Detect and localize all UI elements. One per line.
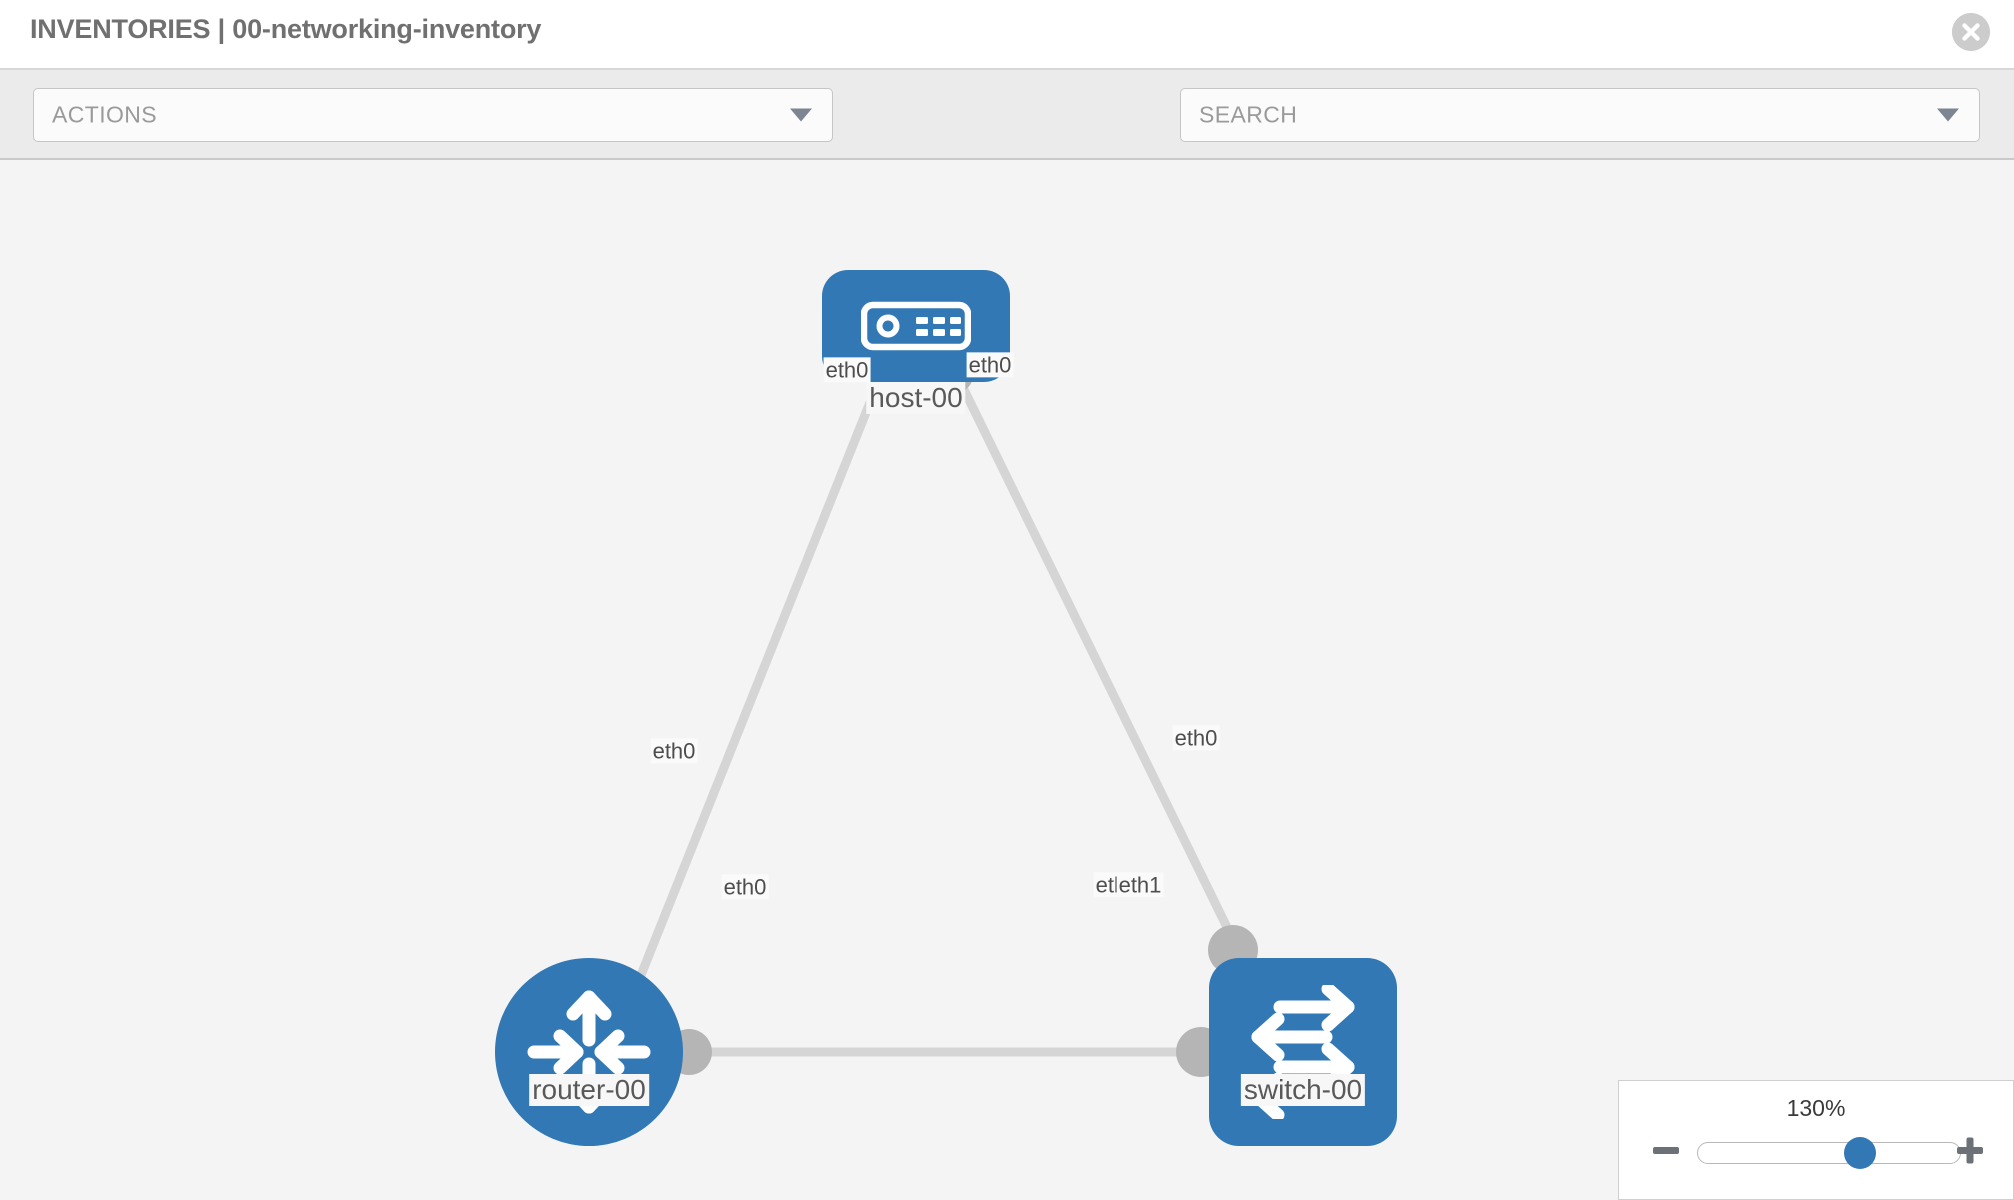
zoom-out-button[interactable] <box>1649 1134 1683 1173</box>
page-header: INVENTORIES | 00-networking-inventory <box>0 0 2014 70</box>
edges <box>620 363 1270 1057</box>
actions-dropdown[interactable]: ACTIONS <box>33 88 833 142</box>
edge-host-switch <box>947 363 1270 1007</box>
router-node-shape <box>495 958 683 1146</box>
close-button[interactable] <box>1952 13 1990 51</box>
actions-dropdown-label: ACTIONS <box>52 101 158 128</box>
close-icon <box>1952 13 1990 51</box>
node-label-switch-00: switch-00 <box>1240 1074 1366 1106</box>
edge-host-router <box>620 363 890 1017</box>
minus-icon <box>1653 1147 1679 1154</box>
toolbar: ACTIONS SEARCH <box>0 70 2014 198</box>
zoom-percent-label: 130% <box>1786 1095 1846 1121</box>
router-icon <box>527 990 651 1114</box>
plus-icon <box>1957 1137 1983 1164</box>
page-title: INVENTORIES | 00-networking-inventory <box>30 14 542 44</box>
node-label-host-00: host-00 <box>866 382 966 414</box>
server-icon <box>861 301 971 351</box>
zoom-slider-row <box>1619 1133 2013 1173</box>
connectors <box>666 349 1258 1077</box>
search-placeholder-label: SEARCH <box>1199 101 1298 128</box>
edge-label-router-trunk: eth0 <box>721 874 769 900</box>
search-input[interactable]: SEARCH <box>1180 88 1980 142</box>
edge-label-host-left: eth0 <box>823 357 871 383</box>
zoom-in-button[interactable] <box>1953 1134 1987 1173</box>
chevron-down-icon <box>790 108 812 122</box>
topology-canvas[interactable]: host-00 <box>0 160 2014 1200</box>
zoom-slider-track[interactable] <box>1697 1137 1961 1169</box>
edge-label-router-uplink: eth0 <box>650 738 698 764</box>
switch-node-shape <box>1209 958 1397 1146</box>
chevron-down-icon <box>1937 108 1959 122</box>
edge-label-switch-uplink: eth0 <box>1172 725 1220 751</box>
edge-label-host-right: eth0 <box>966 352 1014 378</box>
zoom-slider-handle[interactable] <box>1844 1137 1877 1169</box>
topology-node-router-00[interactable]: router-00 <box>495 958 683 1146</box>
edge-label-switch-trunk-b: eth1 <box>1116 872 1164 898</box>
topology-node-switch-00[interactable]: switch-00 <box>1209 958 1397 1146</box>
node-label-router-00: router-00 <box>529 1074 649 1106</box>
zoom-control: 130% <box>1618 1080 2014 1200</box>
